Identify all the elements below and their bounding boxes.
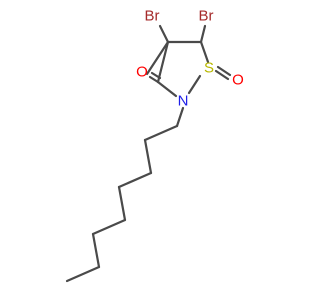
bond-s-n [187,74,202,95]
bond-chain4-5 [117,185,127,222]
sulfoxide-oxygen-label: O [232,72,244,89]
carbonyl-oxygen-label: O [136,64,148,81]
bond-c5-s [199,40,210,64]
bond-chain1-2 [143,124,179,142]
bond-c3-o-a [148,75,160,84]
bond-s-o-a [216,65,232,77]
bond-group [65,24,232,283]
molecule-canvas: Br Br O N S O [65,8,244,283]
bond-n-c3 [156,80,178,98]
bond-c3-c4 [145,40,170,76]
bond-c5-br2 [199,24,207,44]
bromine-label-1: Br [145,8,160,25]
bond-chain3-4 [117,171,153,189]
bond-chain2-3 [143,138,153,175]
bond-chain6-7 [91,232,101,269]
bromine-label-2: Br [199,8,214,25]
sulfur-label: S [204,60,214,77]
bond-c3-o-b [150,71,162,80]
bond-n-chain1 [175,106,185,128]
bond-c3-c4-ring [156,40,170,84]
nitrogen-label: N [178,93,189,110]
structure-diagram: Br Br O N S O [65,8,244,283]
bond-c4-br1 [158,24,170,44]
bond-s-o-b [214,69,230,81]
bond-chain7-8 [65,265,101,283]
bond-chain5-6 [91,218,127,236]
